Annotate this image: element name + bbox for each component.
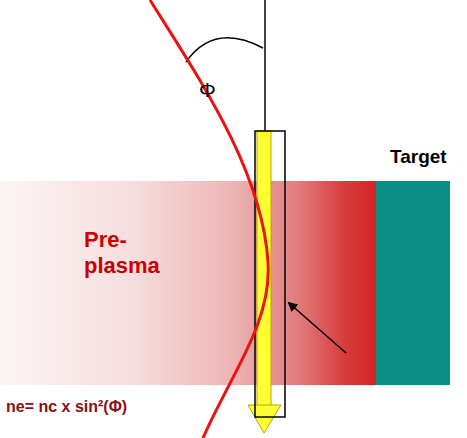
preplasma-band	[0, 181, 376, 385]
target-slab	[376, 181, 450, 385]
angle-arc	[186, 38, 263, 62]
leader-arrow	[289, 303, 346, 353]
laser-ray	[150, 0, 268, 438]
target-label: Target	[390, 146, 447, 168]
angle-symbol: Φ	[199, 78, 216, 102]
critical-layer-outline	[255, 131, 285, 417]
density-formula: ne= nc x sin²(Φ)	[6, 398, 127, 416]
preplasma-region: Pre- plasma	[0, 181, 376, 385]
target-box: Target	[376, 181, 450, 385]
normal-line	[264, 0, 266, 131]
beam-arrowhead	[248, 405, 281, 433]
region-label: Pre- plasma	[84, 227, 160, 279]
